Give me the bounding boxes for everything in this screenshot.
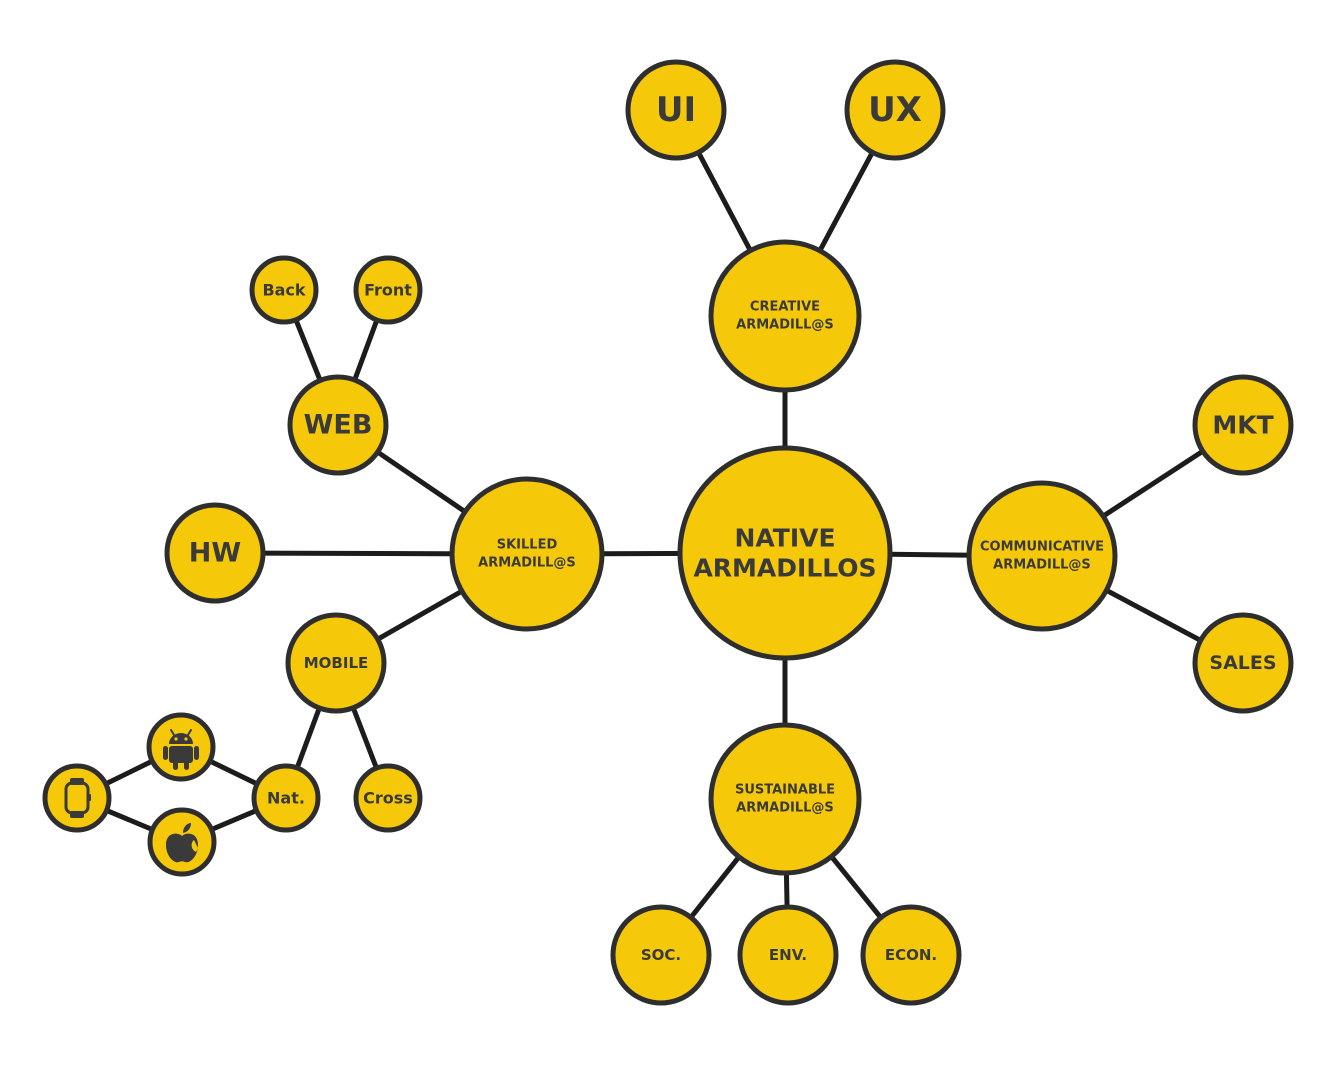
node-web: WEB: [287, 374, 389, 476]
node-econ-label-1: ECON.: [885, 946, 937, 964]
node-env-circle: [737, 904, 839, 1006]
node-ui-label-1: UI: [656, 90, 696, 130]
smartwatch-icon: [64, 778, 91, 818]
node-web-label-1: WEB: [304, 410, 373, 441]
node-creative-label-1: CREATIVE: [750, 300, 820, 315]
node-watch-circle: [42, 763, 112, 833]
node-sales-label-1: SALES: [1209, 652, 1276, 674]
node-ux-label-1: UX: [868, 90, 922, 130]
node-sustainable-circle: [708, 722, 862, 876]
node-env: ENV.: [737, 904, 839, 1006]
node-nat: Nat.: [251, 763, 321, 833]
node-econ-circle: [860, 904, 962, 1006]
node-communicative: COMMUNICATIVE ARMADILL@S: [966, 480, 1118, 632]
android-icon: [163, 729, 199, 770]
node-front-label-1: Front: [364, 281, 412, 300]
node-skilled-label-1: SKILLED: [497, 538, 558, 553]
node-env-label-1: ENV.: [769, 946, 807, 964]
node-native-label-2: ARMADILLOS: [693, 554, 876, 583]
node-android: [146, 712, 216, 782]
node-nat-label-1: Nat.: [267, 789, 305, 808]
node-sales-circle: [1192, 612, 1294, 714]
node-native-circle: [677, 445, 893, 661]
node-creative-circle: [708, 239, 862, 393]
node-communicative-label-2: ARMADILL@S: [993, 558, 1091, 573]
node-cross: Cross: [353, 763, 423, 833]
node-mkt-label-1: MKT: [1212, 411, 1273, 440]
node-cross-circle: [353, 763, 423, 833]
node-hw-label-1: HW: [189, 538, 241, 569]
node-mobile-label-1: MOBILE: [304, 654, 369, 672]
node-watch: [42, 763, 112, 833]
node-front-circle: [353, 255, 423, 325]
node-communicative-label-1: COMMUNICATIVE: [980, 540, 1104, 555]
node-back-circle: [249, 255, 319, 325]
node-sustainable-label-2: ARMADILL@S: [736, 801, 834, 816]
node-native-label-1: NATIVE: [734, 524, 835, 553]
node-econ: ECON.: [860, 904, 962, 1006]
node-creative-label-2: ARMADILL@S: [736, 318, 834, 333]
node-front: Front: [353, 255, 423, 325]
node-sales: SALES: [1192, 612, 1294, 714]
node-sustainable: SUSTAINABLE ARMADILL@S: [708, 722, 862, 876]
node-soc-circle: [610, 904, 712, 1006]
node-back: Back: [249, 255, 319, 325]
node-mobile: MOBILE: [285, 612, 387, 714]
node-ui-circle: [625, 59, 727, 161]
node-mkt-circle: [1192, 374, 1294, 476]
node-soc-label-1: SOC.: [641, 946, 681, 964]
node-ux: UX: [844, 59, 946, 161]
node-ui: UI: [625, 59, 727, 161]
node-sustainable-label-1: SUSTAINABLE: [735, 783, 835, 798]
node-skilled: SKILLED ARMADILL@S: [449, 476, 605, 632]
node-nat-circle: [251, 763, 321, 833]
node-ux-circle: [844, 59, 946, 161]
node-communicative-circle: [966, 480, 1118, 632]
node-web-circle: [287, 374, 389, 476]
node-back-label-1: Back: [262, 281, 305, 300]
node-skilled-label-2: ARMADILL@S: [478, 556, 576, 571]
node-apple: [147, 807, 217, 877]
node-skilled-circle: [449, 476, 605, 632]
node-cross-label-1: Cross: [363, 789, 413, 808]
apple-icon: [166, 823, 198, 863]
node-mkt: MKT: [1192, 374, 1294, 476]
node-hw: HW: [164, 502, 266, 604]
node-soc: SOC.: [610, 904, 712, 1006]
node-mobile-circle: [285, 612, 387, 714]
node-hw-circle: [164, 502, 266, 604]
node-creative: CREATIVE ARMADILL@S: [708, 239, 862, 393]
